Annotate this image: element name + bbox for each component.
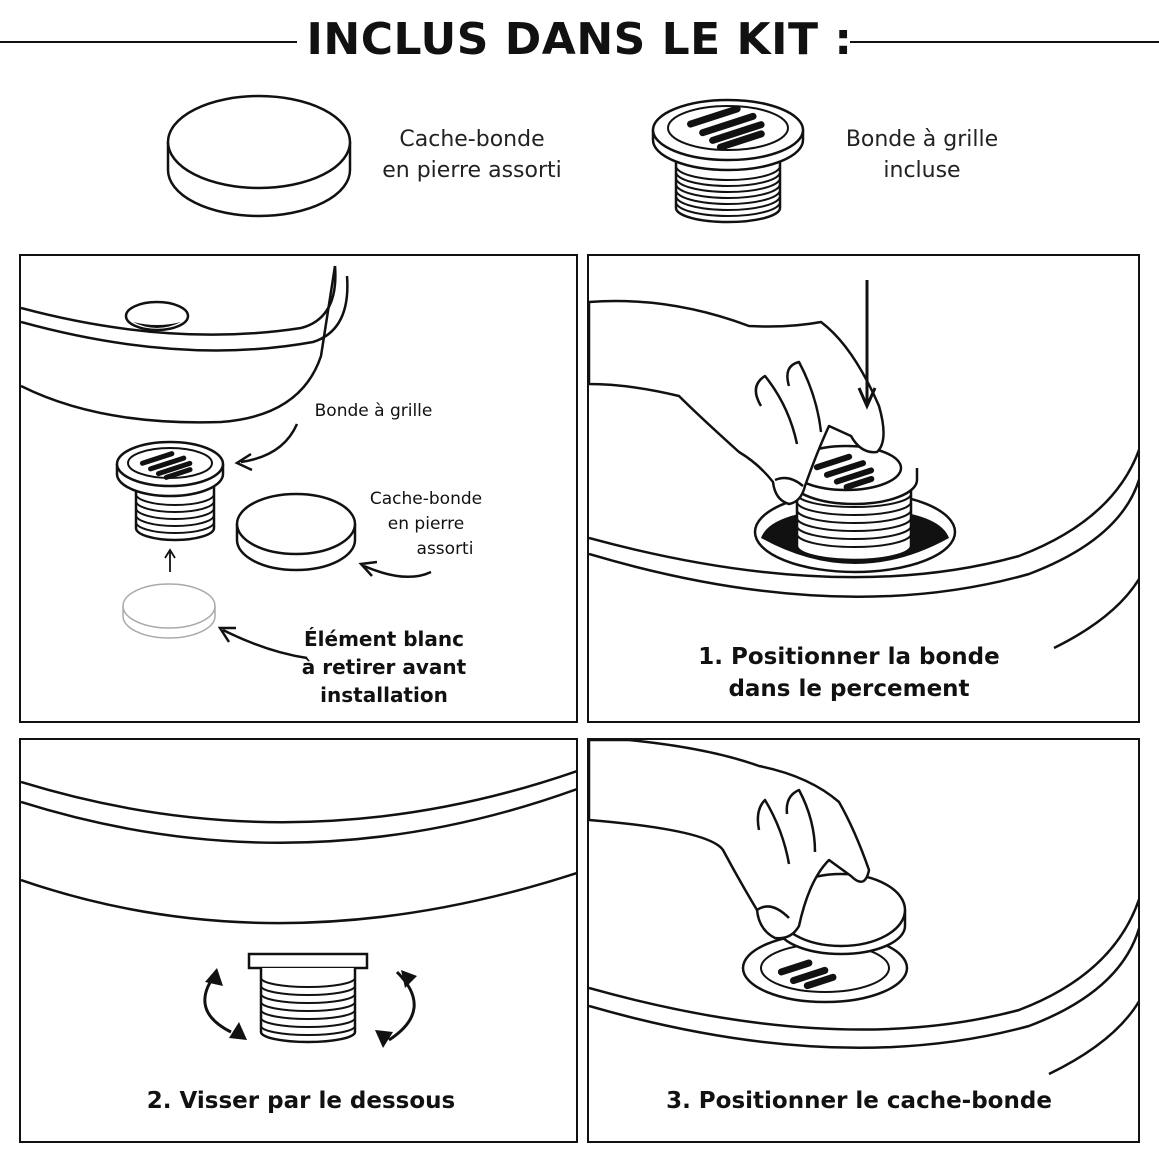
step-3-label: 3. Positionner le cache-bonde <box>666 1088 1052 1114</box>
callout-drain: Bonde à grille <box>314 401 433 421</box>
title-rule-left <box>0 41 297 43</box>
stone-cap-icon <box>166 94 352 218</box>
step-3-illustration <box>589 740 1138 1076</box>
step-1-label-line1: 1. Positionner la bonde <box>698 644 1000 670</box>
panel-step-2: 2. Visser par le dessous <box>19 738 578 1143</box>
step-2-label: 2. Visser par le dessous <box>146 1088 456 1114</box>
kit-stone-cap-line2: en pierre assorti <box>382 158 562 183</box>
panel-step-3: 3. Positionner le cache-bonde <box>587 738 1140 1143</box>
overview-illustration <box>21 265 432 660</box>
callout-white-line3: installation <box>320 683 448 707</box>
grid-drain-icon <box>651 98 805 224</box>
callout-white-line1: Élément blanc <box>303 627 464 651</box>
kit-illustrations <box>166 94 805 224</box>
callout-stone-cap-line3: assorti <box>416 539 474 559</box>
callout-white-line2: à retirer avant <box>301 655 467 679</box>
kit-stone-cap-line1: Cache-bonde <box>399 127 545 152</box>
step-1-label-line2: dans le percement <box>728 676 970 702</box>
panel-overview: Bonde à grille Cache-bonde en pierre ass… <box>19 254 578 723</box>
kit-grid-drain-line2: incluse <box>883 158 961 183</box>
callout-stone-cap-line1: Cache-bonde <box>369 489 483 509</box>
title-rule-right <box>850 41 1159 43</box>
kit-item-grid-drain-label: Bonde à grille incluse <box>812 124 1032 186</box>
panel-step-1: 1. Positionner la bonde dans le percemen… <box>587 254 1140 723</box>
kit-grid-drain-line1: Bonde à grille <box>845 127 999 152</box>
callout-stone-cap-line2: en pierre <box>387 514 465 534</box>
kit-item-stone-cap-label: Cache-bonde en pierre assorti <box>362 124 582 186</box>
callout-stone-cap: Cache-bonde en pierre assorti <box>349 487 503 562</box>
page-title: INCLUS DANS LE KIT : <box>306 14 853 65</box>
step-2-illustration <box>21 770 576 1048</box>
callout-white-element: Élément blanc à retirer avant installati… <box>289 625 479 709</box>
step-1-label: 1. Positionner la bonde dans le percemen… <box>659 641 1039 705</box>
step-1-illustration <box>589 280 1138 650</box>
